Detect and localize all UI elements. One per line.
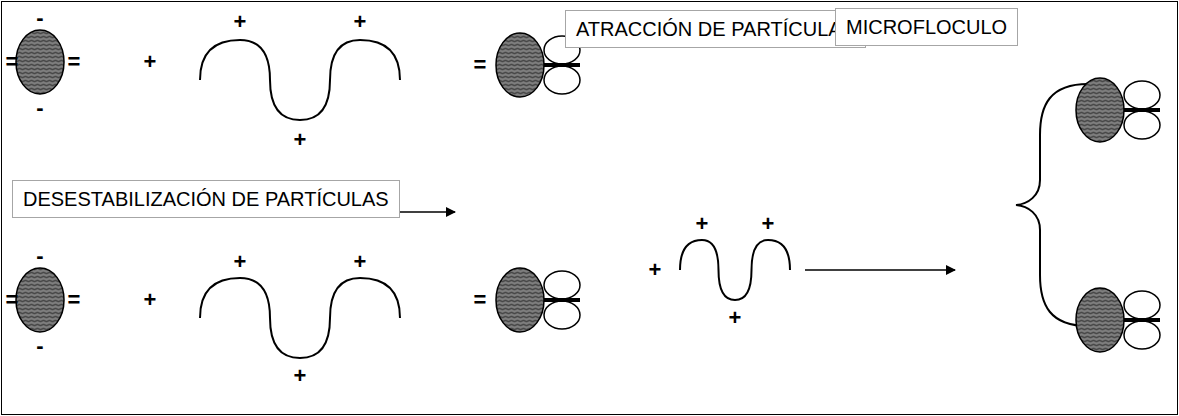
box-label: DESESTABILIZACIÓN DE PARTÍCULAS [23,187,389,211]
charge-sign: + [696,213,709,235]
colloid-particle [16,268,64,332]
charge-sign: - [36,335,43,357]
reaction-arrow [805,269,955,271]
polymer-chain [200,40,400,120]
charge-sign: + [144,51,157,73]
box-label: MICROFLOCULO [846,15,1007,39]
bridged-particle [1076,78,1160,142]
charge-sign: + [354,251,367,273]
polymer-chain [680,240,790,300]
charge-sign: + [729,307,742,329]
charge-sign: - [36,97,43,119]
polymer-chain [200,278,400,358]
charge-sign: + [234,251,247,273]
destabilized-particle [496,268,580,332]
box-label: ATRACCIÓN DE PARTÍCULAS [576,17,855,41]
label-box: ATRACCIÓN DE PARTÍCULAS [565,10,866,48]
charge-sign: = [68,289,81,311]
charge-sign: = [68,51,81,73]
charge-sign: + [234,11,247,33]
charge-sign: + [354,11,367,33]
label-box: MICROFLOCULO [835,8,1018,46]
charge-sign: + [762,213,775,235]
charge-sign: + [294,129,307,151]
charge-sign: + [649,259,662,281]
bridged-particle [1076,288,1160,352]
charge-sign: = [6,289,19,311]
charge-sign: - [36,7,43,29]
charge-sign: = [474,54,487,76]
charge-sign: - [36,245,43,267]
label-box: DESESTABILIZACIÓN DE PARTÍCULAS [12,180,400,218]
charge-sign: = [474,289,487,311]
charge-sign: + [294,365,307,387]
charge-sign: + [144,289,157,311]
colloid-particle [16,30,64,94]
charge-sign: = [6,51,19,73]
